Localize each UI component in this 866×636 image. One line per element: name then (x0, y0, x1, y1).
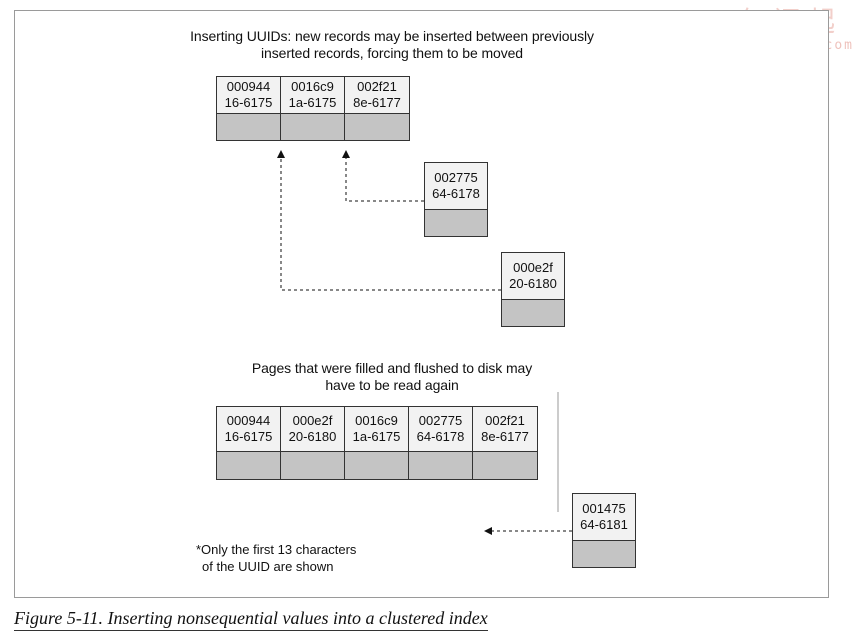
card-value-line1: 001475 (582, 501, 626, 516)
cell-value-line2: 1a-6175 (352, 429, 401, 444)
cell-footer (217, 451, 280, 479)
figure-frame (14, 10, 829, 598)
card-value-line1: 000e2f (513, 260, 553, 275)
cell-footer (281, 451, 344, 479)
cell-footer (409, 451, 472, 479)
cell-value-line2: 20-6180 (288, 429, 337, 444)
cell-footer (473, 451, 537, 479)
top-title-line2: inserted records, forcing them to be mov… (261, 45, 523, 61)
cell-value-line1: 000e2f (292, 413, 333, 428)
card-value-line1: 002775 (434, 170, 478, 185)
top-title: Inserting UUIDs: new records may be inse… (176, 28, 608, 62)
footnote-line2: of the UUID are shown (202, 559, 334, 574)
cell-value-line2: 8e-6177 (353, 95, 401, 110)
card-value-line2: 64-6178 (432, 186, 480, 201)
cell-footer (345, 451, 408, 479)
cell-value-line2: 64-6178 (416, 429, 465, 444)
figure-caption: Figure 5-11. Inserting nonsequential val… (14, 608, 488, 631)
card-footer (425, 209, 487, 236)
bottom-title-line2: have to be read again (325, 377, 459, 393)
top-title-line1: Inserting UUIDs: new records may be inse… (190, 28, 594, 44)
cell-value-line1: 002775 (418, 413, 463, 428)
footnote-line1: *Only the first 13 characters (196, 542, 357, 557)
cell-value-line1: 000944 (226, 413, 271, 428)
bottom-title-line1: Pages that were filled and flushed to di… (251, 360, 533, 376)
bottom-title: Pages that were filled and flushed to di… (226, 360, 558, 394)
cell-value-line1: 002f21 (485, 413, 525, 428)
card-value-line2: 64-6181 (580, 517, 628, 532)
cell-footer (281, 113, 344, 140)
cell-value-line2: 16-6175 (224, 95, 273, 110)
cell-value-line2: 16-6175 (224, 429, 273, 444)
card-footer (573, 540, 635, 567)
cell-value-line2: 1a-6175 (288, 95, 337, 110)
cell-footer (345, 113, 409, 140)
arrow-to-000944 (277, 150, 501, 291)
footnote: *Only the first 13 characters of the UUI… (196, 541, 356, 575)
cell-value-line1: 002f21 (357, 79, 397, 94)
cell-value-line1: 0016c9 (355, 413, 398, 428)
cell-value-line2: 8e-6177 (481, 429, 529, 444)
arrow-to-0016c9 (342, 150, 424, 202)
cell-value-line1: 0016c9 (291, 79, 334, 94)
card-footer (502, 299, 564, 326)
cell-footer (217, 113, 280, 140)
cell-value-line1: 000944 (226, 79, 271, 94)
card-value-line2: 20-6180 (509, 276, 557, 291)
